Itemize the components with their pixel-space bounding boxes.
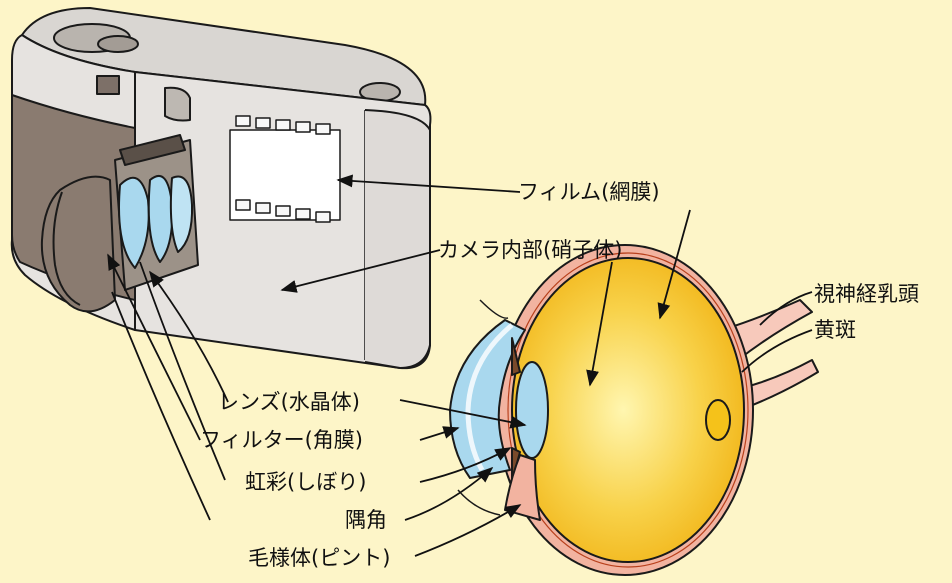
film-sprockets-top — [235, 115, 331, 135]
leader-ciliary — [414, 504, 522, 557]
leader-lens-camera — [149, 270, 229, 403]
eye-lens — [515, 361, 549, 459]
leader-ciliary-camera — [111, 291, 211, 521]
viewfinder — [96, 75, 120, 95]
leader-lens-eye — [399, 399, 527, 429]
macula — [705, 399, 731, 441]
label-ciliary-body: 毛様体(ピント) — [248, 546, 391, 570]
leader-macula — [741, 329, 813, 373]
camera-filter — [40, 175, 116, 313]
leader-interior-to-camera — [280, 249, 441, 293]
leader-iris — [419, 447, 512, 483]
label-iris: 虹彩(しぼり) — [245, 470, 367, 494]
leader-angle — [404, 466, 494, 521]
label-optic-disc: 視神経乳頭 — [814, 282, 919, 306]
label-camera-interior: カメラ内部(硝子体) — [438, 238, 623, 262]
label-angle: 隅角 — [345, 508, 387, 532]
leader-lines — [107, 174, 813, 557]
leader-interior-to-vitreous — [586, 261, 613, 387]
vitreous-body — [511, 257, 745, 563]
eye — [449, 244, 819, 576]
leader-filter-camera — [107, 253, 201, 441]
optic-nerve — [721, 299, 813, 361]
leader-film-to-retina — [657, 209, 691, 320]
leader-filter-eye — [419, 426, 460, 441]
camera-lens-element-front — [118, 176, 150, 269]
eyelid-lower — [457, 489, 501, 516]
rangefinder-window — [164, 86, 191, 122]
camera — [10, 7, 432, 370]
eyelid-upper — [479, 299, 509, 319]
film-sprockets-bottom — [235, 199, 331, 223]
leader-iris-camera — [139, 261, 226, 481]
label-film-retina: フィルム(網膜) — [518, 180, 660, 204]
label-lens: レンズ(水晶体) — [218, 390, 360, 414]
ciliary-body — [504, 454, 541, 521]
label-macula: 黄斑 — [814, 318, 856, 342]
leader-optic-disc — [759, 291, 813, 326]
camera-lens-element-rear — [147, 174, 174, 263]
iris — [511, 337, 521, 376]
label-filter-cornea: フィルター(角膜) — [200, 428, 363, 452]
leader-film-to-camera — [336, 174, 521, 193]
